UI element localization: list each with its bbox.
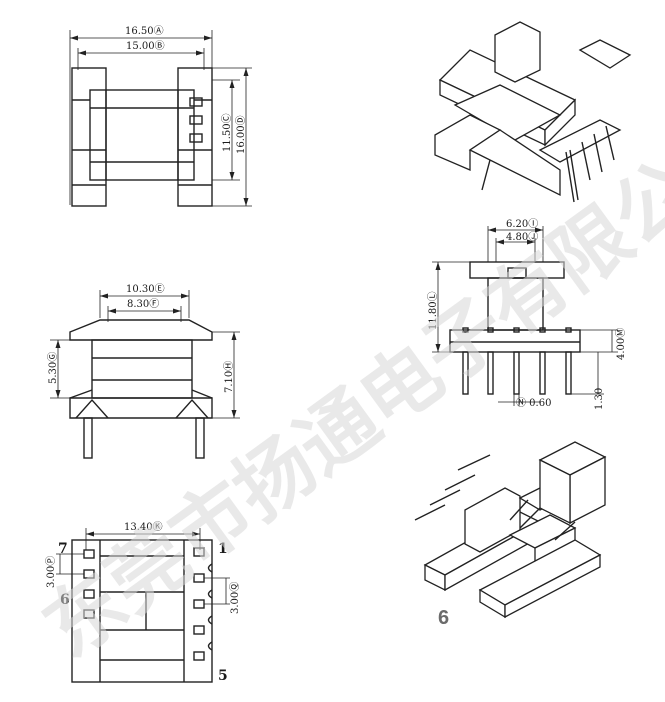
dim-c-label: 11.50Ⓒ [221,113,233,152]
dim-j-label: 4.80Ⓙ [506,231,538,243]
dim-l-label: 11.80Ⓛ [427,291,439,330]
dim-k-label: 13.40Ⓚ [124,521,163,533]
pin-5-label: 5 [218,668,228,684]
dim-p-label: 3.00Ⓟ [45,556,57,588]
company-watermark: 东莞市扬通电子有限公司 [28,98,665,675]
front-view-drawing: 10.30Ⓔ 8.30Ⓕ 5.30Ⓖ 7.10Ⓗ [47,283,240,459]
side-view-drawing: 6.20Ⓘ 4.80Ⓙ 11.80Ⓛ [427,218,627,410]
isometric-view-bottom [414,441,607,619]
dim-b-label: 15.00Ⓑ [126,40,165,52]
dim-i-label: 6.20Ⓘ [506,218,538,230]
dim-e-label: 10.30Ⓔ [126,283,165,295]
pin-6-label: 6 [60,592,70,608]
dim-q-label: 3.00Ⓠ [229,582,241,614]
pin-1-label: 1 [218,541,228,557]
dim-f-label: 8.30Ⓕ [127,298,159,310]
iso-figure-label: 6 [438,607,449,629]
pin-7-label: 7 [58,541,68,557]
dim-g-label: 5.30Ⓖ [47,352,59,384]
dim-a-label: 16.50Ⓐ [125,25,164,37]
dim-pin-length-label: 1.30 [594,388,605,410]
isometric-view-top [434,21,632,203]
dim-d-label: 16.00Ⓓ [235,115,247,154]
dim-m-label: 4.00Ⓜ [615,328,627,360]
top-view-drawing: 16.50Ⓐ 15.00Ⓑ 11.50Ⓒ [69,25,252,207]
dim-h-label: 7.10Ⓗ [223,361,235,393]
bottom-view-drawing: 13.40Ⓚ 3.00Ⓟ 3.00Ⓠ 7 [45,521,241,684]
dim-n-label: Ⓝ 0.60 [516,397,551,409]
